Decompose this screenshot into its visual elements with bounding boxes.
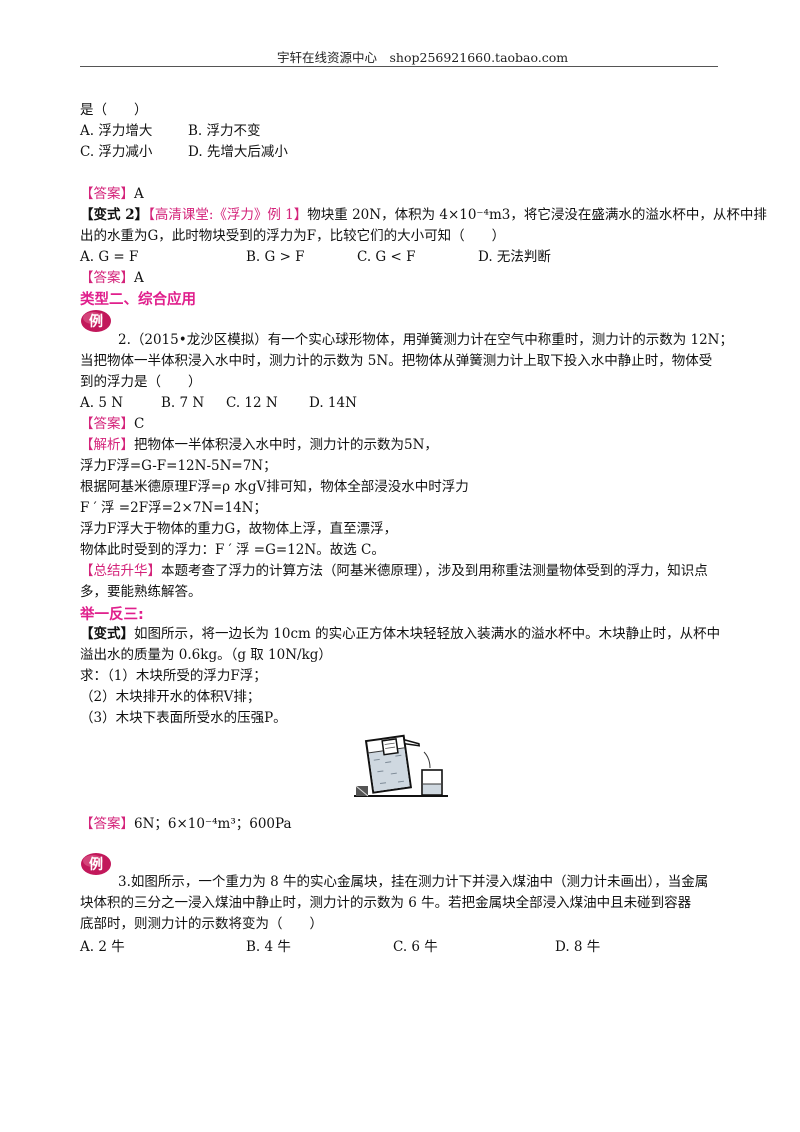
variant-2-option-b: B. G > F	[246, 249, 305, 265]
answer-2: 【答案】A	[80, 268, 144, 288]
variant-label: 【变式】	[80, 626, 134, 642]
variant-2-line-2: 出的水重为G，此时物块受到的浮力为F，比较它们的大小可知（ ）	[80, 228, 506, 244]
variant-line-4: （2）木块排开水的体积V排；	[80, 689, 261, 705]
analysis-line-4: F ′ 浮 =2F浮=2×7N=14N；	[80, 500, 267, 516]
juyi-title: 举一反三:	[80, 607, 144, 623]
variant-2-text: 物块重 20N，体积为 4×10⁻⁴m3，将它浸没在盛满水的溢水杯中，从杯中排	[307, 207, 767, 223]
q3-line-3: 底部时，则测力计的示数将变为（ ）	[80, 916, 323, 932]
q-prev-option-d: D. 先增大后减小	[188, 144, 288, 160]
variant-line-5: （3）木块下表面所受水的压强P。	[80, 710, 287, 726]
answer-4: 【答案】6N；6×10⁻⁴m³；600Pa	[80, 814, 292, 834]
badge-char: 例	[89, 856, 103, 873]
q2-line-1: 2.（2015•龙沙区模拟）有一个实心球形物体，用弹簧测力计在空气中称重时，测力…	[118, 332, 733, 348]
analysis-line-6: 物体此时受到的浮力：F ′ 浮 =G=12N。故选 C。	[80, 542, 385, 558]
answer-3: 【答案】C	[80, 414, 144, 434]
answer-label: 【答案】	[80, 186, 134, 202]
overflow-cup-figure-icon	[354, 734, 448, 797]
answer-label: 【答案】	[80, 270, 134, 286]
variant-2-option-c: C. G < F	[357, 249, 416, 265]
analysis-line-3: 根据阿基米德原理F浮=ρ 水gV排可知，物体全部浸没水中时浮力	[80, 479, 469, 495]
analysis-line-2: 浮力F浮=G-F=12N-5N=7N；	[80, 458, 277, 474]
summary-line-1: 【总结升华】本题考查了浮力的计算方法（阿基米德原理），涉及到用称重法测量物体受到…	[80, 561, 708, 581]
q2-option-c: C. 12 N	[226, 395, 278, 411]
badge-char: 例	[89, 313, 103, 330]
analysis-line-1: 【解析】把物体一半体积浸入水中时，测力计的示数为5N，	[80, 435, 438, 455]
variant-line-1: 【变式】如图所示，将一边长为 10cm 的实心正方体木块轻轻放入装满水的溢水杯中…	[80, 624, 720, 644]
variant-2-source: 【高清课堂:《浮力》例 1】	[148, 207, 308, 223]
q-prev-stem: 是（ ）	[80, 102, 148, 118]
summary-line-2: 多，要能熟练解答。	[80, 584, 202, 600]
q-prev-option-c: C. 浮力减小	[80, 144, 153, 160]
variant-line-2: 溢出水的质量为 0.6kg。（g 取 10N/kg）	[80, 647, 332, 663]
variant-2-option-d: D. 无法判断	[478, 249, 551, 265]
summary-text: 本题考查了浮力的计算方法（阿基米德原理），涉及到用称重法测量物体受到的浮力，知识…	[161, 563, 708, 579]
q2-line-3: 到的浮力是（ ）	[80, 374, 202, 390]
analysis-text: 把物体一半体积浸入水中时，测力计的示数为5N，	[134, 437, 438, 453]
q-prev-option-b: B. 浮力不变	[188, 123, 261, 139]
variant-2-line-1: 【变式 2】【高清课堂:《浮力》例 1】物块重 20N，体积为 4×10⁻⁴m3…	[80, 205, 767, 225]
analysis-line-5: 浮力F浮大于物体的重力G，故物体上浮，直至漂浮，	[80, 521, 398, 537]
q3-line-2: 块体积的三分之一浸入煤油中静止时，测力计的示数为 6 牛。若把金属块全部浸入煤油…	[80, 895, 692, 911]
analysis-label: 【解析】	[80, 437, 134, 453]
example-badge-icon: 例	[81, 310, 111, 332]
answer-value: C	[134, 416, 145, 432]
header-rule	[80, 66, 718, 67]
page-header: 宇轩在线资源中心 shop256921660.taobao.com	[277, 50, 569, 65]
variant-2-option-a: A. G = F	[80, 249, 139, 265]
summary-label: 【总结升华】	[80, 563, 161, 579]
variant-line-3: 求：（1）木块所受的浮力F浮；	[80, 668, 267, 684]
q2-option-a: A. 5 N	[80, 395, 124, 411]
answer-1: 【答案】A	[80, 184, 144, 204]
q3-line-1: 3.如图所示，一个重力为 8 牛的实心金属块，挂在测力计下并浸入煤油中（测力计未…	[118, 874, 709, 890]
section-title: 类型二、综合应用	[80, 292, 196, 308]
answer-label: 【答案】	[80, 416, 134, 432]
q2-line-2: 当把物体一半体积浸入水中时，测力计的示数为 5N。把物体从弹簧测力计上取下投入水…	[80, 353, 713, 369]
q3-option-d: D. 8 牛	[555, 939, 601, 955]
variant-2-label: 【变式 2】	[80, 207, 149, 223]
answer-label: 【答案】	[80, 816, 134, 832]
q2-option-b: B. 7 N	[161, 395, 205, 411]
answer-value: A	[134, 186, 144, 202]
q3-option-b: B. 4 牛	[246, 939, 291, 955]
q3-option-c: C. 6 牛	[393, 939, 438, 955]
q2-option-d: D. 14N	[309, 395, 357, 411]
variant-text: 如图所示，将一边长为 10cm 的实心正方体木块轻轻放入装满水的溢水杯中。木块静…	[134, 626, 721, 642]
answer-value: 6N；6×10⁻⁴m³；600Pa	[134, 816, 292, 832]
q3-option-a: A. 2 牛	[80, 939, 125, 955]
q-prev-option-a: A. 浮力增大	[80, 123, 153, 139]
example-badge-icon: 例	[81, 853, 111, 875]
answer-value: A	[134, 270, 144, 286]
